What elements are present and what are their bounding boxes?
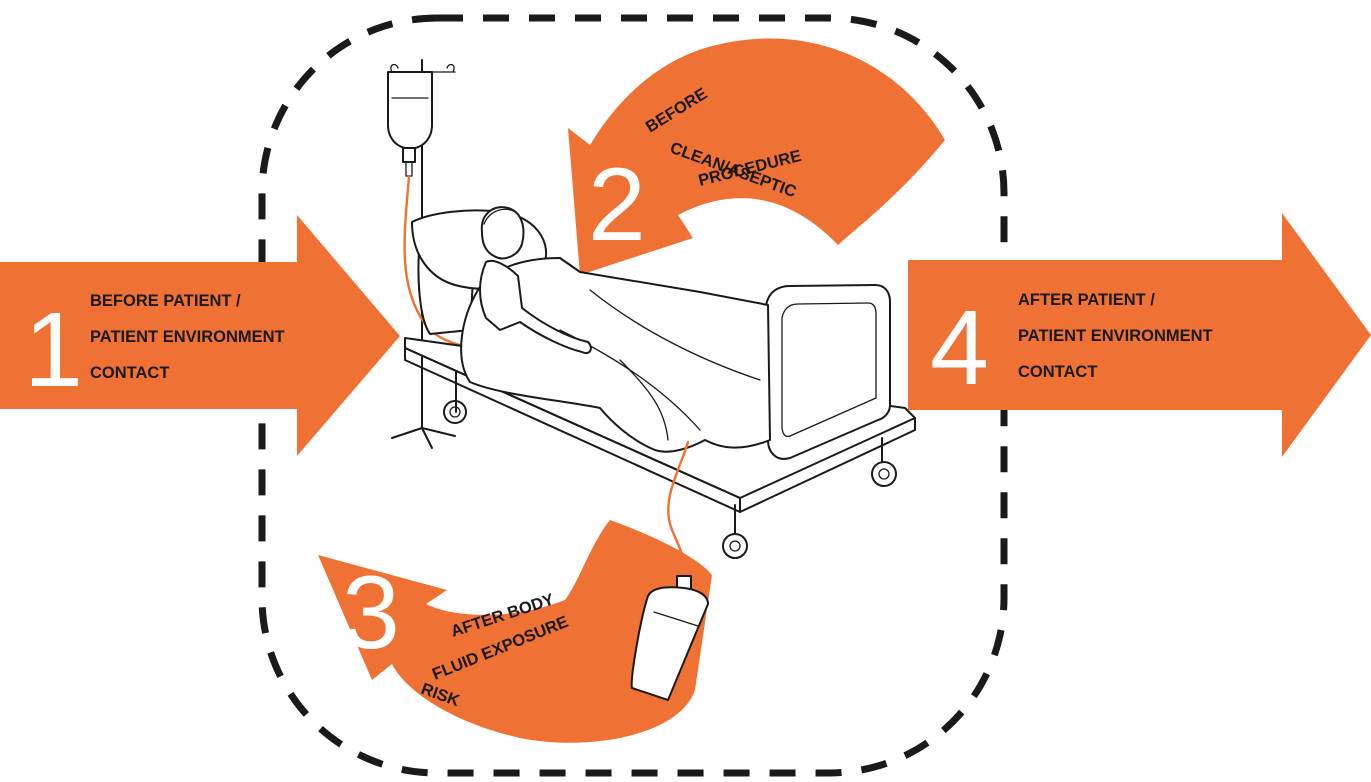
moment-4-label-line-3: CONTACT [1018, 363, 1097, 381]
moment-1-number: 1 [24, 291, 83, 409]
moment-1-label-line-3: CONTACT [90, 364, 169, 382]
moment-4-label-line-1: AFTER PATIENT / [1018, 291, 1155, 309]
moment-1-arrow: 1 BEFORE PATIENT / PATIENT ENVIRONMENT C… [0, 215, 400, 456]
moment-2-number: 2 [588, 147, 646, 263]
iv-bag-icon [388, 72, 432, 176]
moment-4-arrow: 4 AFTER PATIENT / PATIENT ENVIRONMENT CO… [908, 213, 1371, 457]
moment-3-number: 3 [342, 555, 400, 671]
moment-1-label-line-1: BEFORE PATIENT / [90, 292, 241, 310]
moment-2-arrow: 2 BEFORE CLEAN/ASEPTIC PROCEDURE [568, 39, 945, 275]
moment-4-label-line-2: PATIENT ENVIRONMENT [1018, 327, 1213, 345]
moment-4-number: 4 [930, 289, 989, 407]
moment-1-label-line-2: PATIENT ENVIRONMENT [90, 328, 285, 346]
